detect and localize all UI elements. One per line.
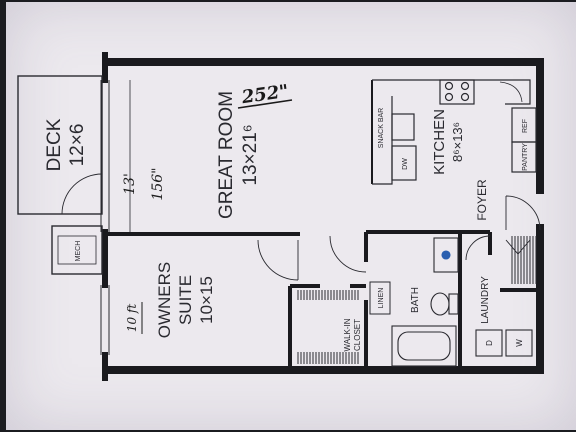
snack-bar-label: SNACK BAR [378, 108, 385, 148]
closet-rods [297, 290, 359, 364]
bathtub-basin [397, 331, 451, 361]
bath-door-swing [329, 235, 367, 273]
range [439, 79, 475, 105]
handwritten-feet-note: 13' [122, 173, 138, 195]
pantry-label: PANTRY [522, 143, 529, 171]
suite-door-swing [257, 239, 299, 281]
bath-label: BATH [410, 287, 421, 313]
exterior-walls [102, 52, 544, 381]
laundry-bifold [505, 239, 531, 255]
handwritten-underline [237, 99, 293, 109]
burner-1 [444, 81, 454, 91]
kitchen-name: KITCHEN [431, 109, 448, 175]
laundry-shelving [511, 236, 537, 284]
dryer-box [475, 329, 503, 357]
closet-line1: WALK-IN [343, 318, 352, 351]
vanity [433, 237, 459, 273]
sink-drain [441, 250, 451, 260]
mech-unit [57, 235, 97, 265]
bathtub [391, 325, 457, 367]
pantry-box [511, 141, 537, 173]
handwritten-suite-note: 10 ft [125, 304, 139, 333]
washer-box [505, 329, 533, 357]
kitchen-sink [391, 113, 415, 141]
great-room-size: 13×21⁶ [240, 124, 261, 185]
linen-label: LINEN [378, 288, 385, 309]
owners-suite-size: 10×15 [197, 276, 216, 324]
mech-closet-outline [51, 225, 103, 275]
owners-suite-line1: OWNERS [155, 262, 174, 339]
burner-3 [444, 92, 454, 102]
door-swings [257, 195, 541, 281]
mech-label: MECH [75, 241, 82, 262]
linen-closet [369, 281, 391, 315]
refrigerator-label: REF [522, 119, 529, 133]
kitchen-counters [372, 79, 537, 185]
toilet-bowl [430, 292, 450, 316]
burner-4 [460, 92, 470, 102]
burner-2 [460, 81, 470, 91]
entry-door-swing [505, 195, 541, 231]
laundry-door-swing [465, 235, 491, 261]
deck-outline [17, 75, 103, 215]
laundry-machines [475, 329, 533, 357]
deck-name: DECK [44, 118, 65, 171]
left-glazing [100, 80, 131, 355]
kitchen-size: 8⁶×13⁶ [450, 122, 465, 162]
dishwasher-box [391, 145, 417, 181]
bath-fixtures [391, 237, 459, 367]
foyer-label: FOYER [475, 179, 489, 221]
closet-line2: CLOSET [353, 319, 362, 351]
owners-suite-line2: SUITE [176, 275, 195, 325]
dryer-label: D [485, 340, 494, 346]
counter-corner-curve [499, 81, 523, 103]
handwritten-inches-note: 156" [150, 167, 166, 200]
great-room-name: GREAT ROOM [216, 91, 237, 219]
deck-size: 12×6 [67, 124, 88, 167]
toilet-tank [448, 293, 459, 315]
laundry-label: LAUNDRY [480, 276, 491, 324]
washer-label: W [515, 339, 524, 347]
dishwasher-label: DW [402, 158, 409, 170]
